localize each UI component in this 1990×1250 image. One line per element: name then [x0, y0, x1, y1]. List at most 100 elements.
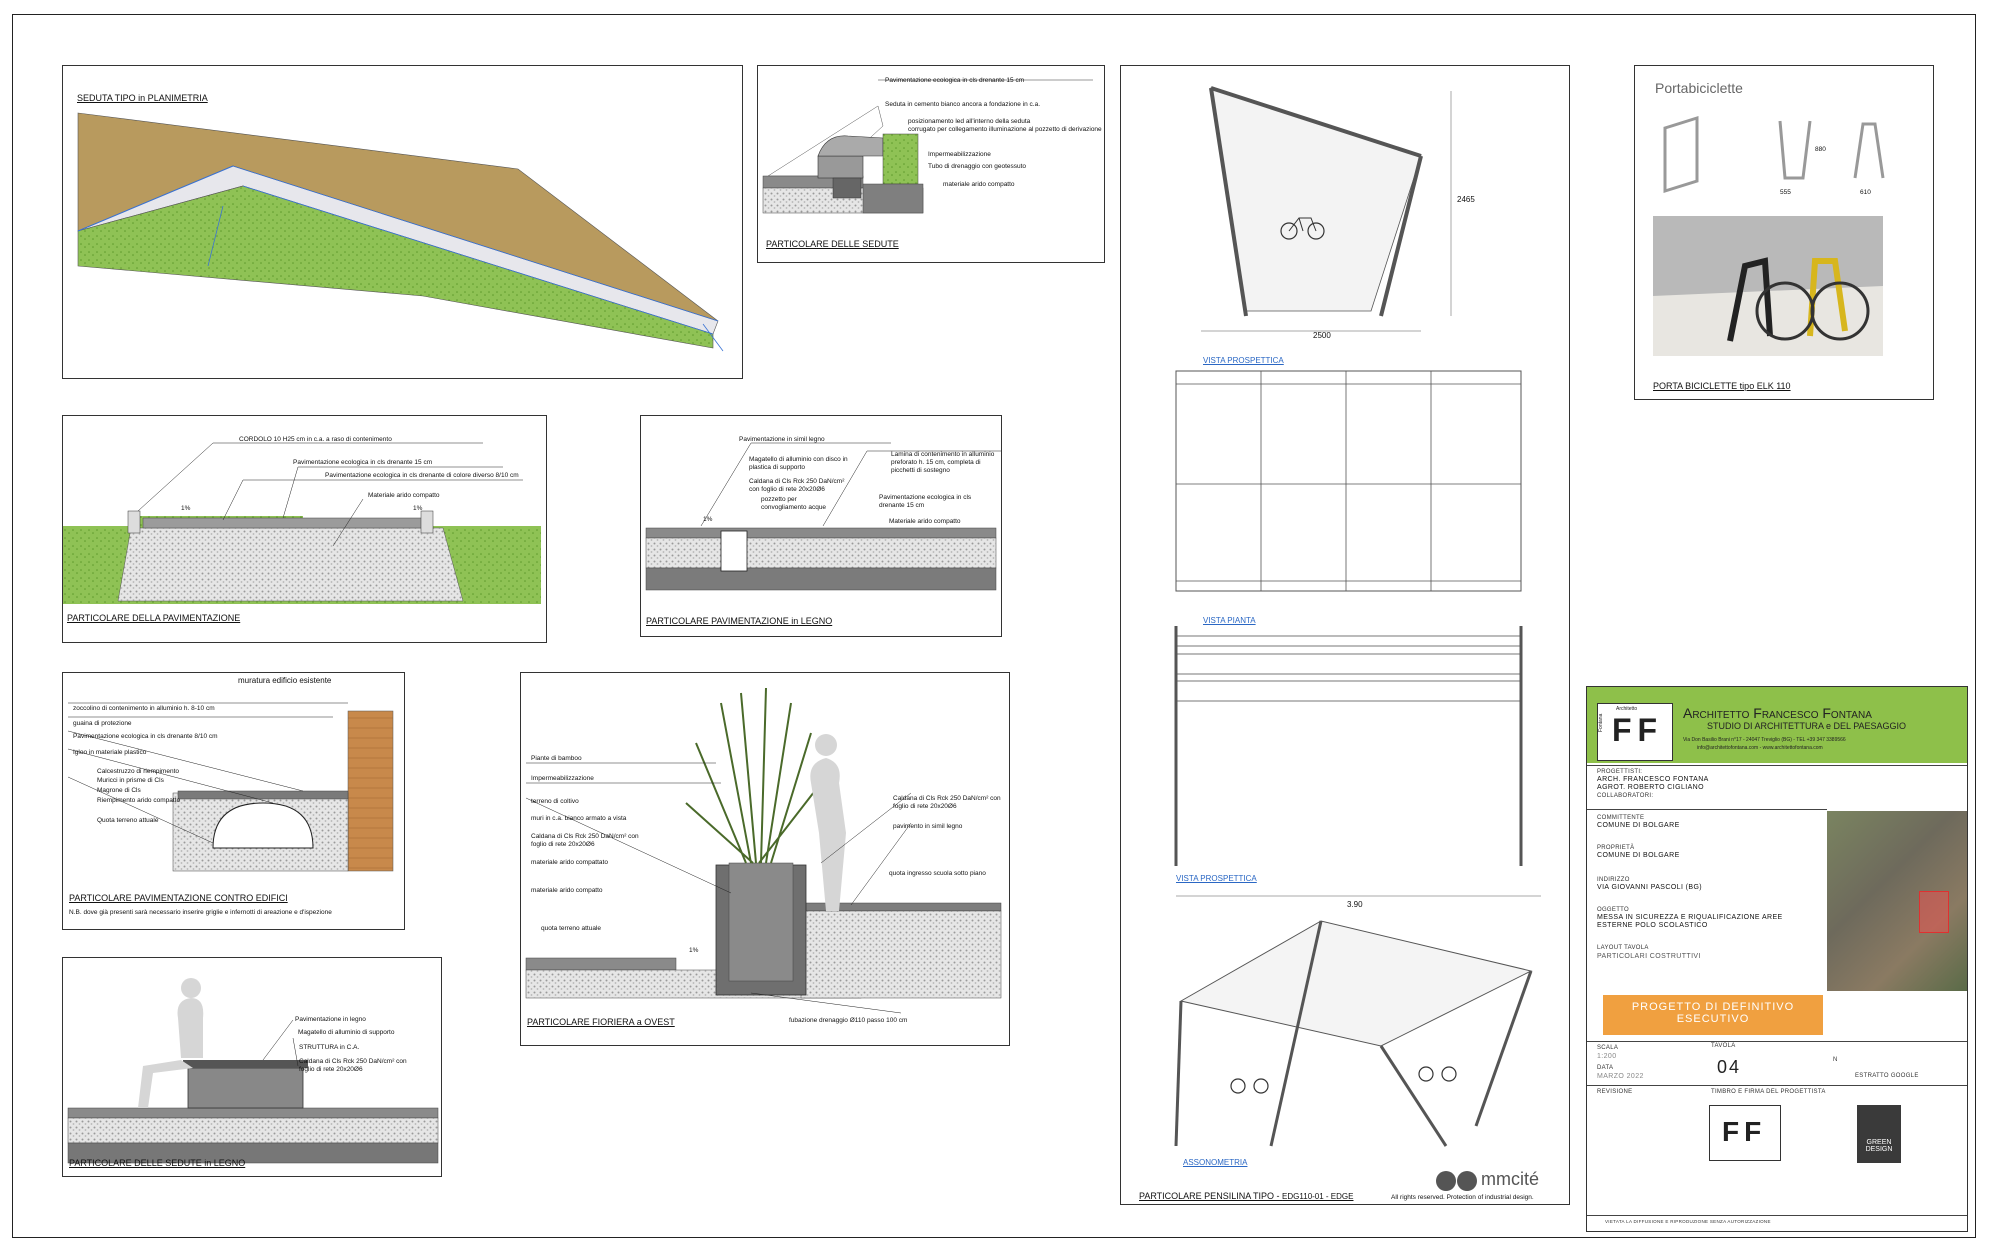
edifici-label: zoccolino di contenimento in alluminio h…: [73, 705, 215, 712]
stamp-letters: FF: [1722, 1116, 1767, 1147]
sedute-label: Tubo di drenaggio con geotessuto: [928, 163, 1027, 170]
pavimentazione-drawing: [63, 442, 541, 604]
logo-left: Fontana: [1598, 713, 1604, 732]
edifici-drawing: [67, 702, 394, 872]
panel-fioriera: Piante di bamboo Impermeabilizzazione te…: [520, 672, 1010, 1046]
edifici-note: N.B. dove già presenti sarà necessario i…: [69, 909, 332, 916]
phase-box: PROGETTO DI DEFINITIVO ESECUTIVO: [1603, 995, 1823, 1035]
firm-sub: STUDIO DI ARCHITETTURA e DEL PAESAGGIO: [1707, 721, 1907, 731]
design-word: DESIGN: [1865, 1146, 1893, 1153]
view-side-link[interactable]: VISTA PROSPETTICA: [1176, 874, 1257, 883]
fioriera-label: terreno di coltivo: [531, 798, 579, 805]
panel-caption: PORTA BICICLETTE tipo ELK 110: [1653, 381, 1791, 391]
edifici-label: Quota terreno attuale: [97, 817, 159, 824]
legno-drawing: [645, 442, 1001, 591]
dim-b: 610: [1860, 189, 1871, 196]
panel-caption: PARTICOLARE PENSILINA TIPO - EDG110-01 -…: [1139, 1191, 1354, 1201]
pav-label: CORDOLO 10 H25 cm in c.a. a raso di cont…: [239, 436, 392, 443]
panel-caption: PARTICOLARE DELLE SEDUTE in LEGNO: [69, 1158, 246, 1168]
dim-height: 2465: [1457, 195, 1475, 204]
panel-sedute: Pavimentazione ecologica in cls drenante…: [757, 65, 1105, 263]
phase-line2: ESECUTIVO: [1676, 1013, 1750, 1025]
view-plan-link[interactable]: VISTA PIANTA: [1203, 616, 1256, 625]
sedute-label: Seduta in cemento bianco ancora a fondaz…: [885, 101, 1041, 108]
panel-caption: PARTICOLARE FIORIERA a OVEST: [527, 1017, 675, 1027]
aerial-photo: [1827, 811, 1967, 991]
dim-a: 555: [1780, 189, 1791, 196]
collab-key: COLLABORATORI:: [1597, 793, 1654, 799]
sedute-legno-label: Pavimentazione in legno: [295, 1016, 366, 1023]
title-block: Architetto FF Fontana Architetto Frances…: [1586, 686, 1968, 1232]
sedute-label: Impermeabilizzazione: [928, 151, 991, 158]
ind-val: VIA GIOVANNI PASCOLI (BG): [1597, 884, 1703, 891]
scala-val: 1:200: [1597, 1053, 1617, 1060]
seduta-plan-drawing: [77, 112, 724, 352]
prog-key: PROGETTISTI:: [1597, 769, 1643, 775]
muratura-title: muratura edificio esistente: [238, 676, 332, 685]
phase-line1: PROGETTO DI DEFINITIVO: [1631, 1001, 1795, 1013]
panel-pavimentazione: CORDOLO 10 H25 cm in c.a. a raso di cont…: [62, 415, 547, 643]
legno-label: Pavimentazione in simil legno: [739, 436, 825, 443]
panel-edifici: muratura edificio esistente zoccolino di…: [62, 672, 405, 930]
rev-key: REVISIONE: [1597, 1089, 1633, 1095]
sedute-legno-label: STRUTTURA in C.A.: [299, 1044, 360, 1051]
layout-key: LAYOUT TAVOLA: [1597, 945, 1649, 951]
panel-caption: PARTICOLARE DELLE SEDUTE: [766, 239, 899, 249]
slope-label: 1%: [181, 505, 191, 512]
panel-caption: PARTICOLARE PAVIMENTAZIONE in LEGNO: [646, 616, 833, 626]
pav-label: Pavimentazione ecologica in cls drenante…: [293, 459, 433, 466]
sedute-legno-drawing: [67, 978, 439, 1164]
slope-label: 1%: [689, 947, 699, 954]
firm-mail: info@architettofontana.com - www.archite…: [1697, 745, 1823, 751]
sedute-label: corrugato per collegamento illuminazione…: [908, 126, 1102, 133]
sheet-border: [12, 14, 1976, 1238]
panel-caption: PARTICOLARE DELLA PAVIMENTAZIONE: [67, 613, 241, 623]
dim-axo: 3.90: [1347, 900, 1363, 909]
firm-addr: Via Don Basilio Brani n°17 - 24047 Trevi…: [1683, 737, 1846, 743]
legno-label: Materiale arido compatto: [889, 518, 961, 525]
fioriera-label: quota ingresso scuola sotto piano: [889, 870, 986, 877]
brand-rights: All rights reserved. Protection of indus…: [1391, 1194, 1534, 1201]
brand-logo: mmcité: [1481, 1169, 1539, 1189]
panel-seduta-plan: SEDUTA TIPO in PLANIMETRIA: [62, 65, 743, 379]
pav-label: Materiale arido compatto: [368, 492, 440, 499]
fioriera-label: quota terreno attuale: [541, 925, 601, 932]
panel-pensilina: 2500 2465 VISTA PROSPETTICA VISTA PIANTA…: [1120, 65, 1570, 1205]
green-design-logo: GREEN DESIGN: [1857, 1105, 1901, 1163]
fioriera-label: Impermeabilizzazione: [531, 775, 594, 782]
google-label: ESTRATTO GOOGLE: [1855, 1073, 1919, 1079]
fioriera-label: Caldana di Cls Rck 250 DaN/cm² con fogli…: [531, 833, 639, 848]
view-axo-link[interactable]: ASSONOMETRIA: [1183, 1158, 1248, 1167]
fioriera-label: muri in c.a. bianco armato a vista: [531, 815, 627, 822]
data-key: DATA: [1597, 1065, 1614, 1071]
prop-key: PROPRIETÀ: [1597, 845, 1635, 851]
edifici-label: Pavimentazione ecologica in cls drenante…: [73, 733, 218, 740]
fioriera-label: materiale arido compatto: [531, 887, 603, 894]
panel-legno: Pavimentazione in simil legno Magatello …: [640, 415, 1002, 637]
edifici-label: Calcestruzzo di riempimento: [97, 768, 180, 775]
view-front-link[interactable]: VISTA PROSPETTICA: [1203, 356, 1284, 365]
slope-label: 1%: [413, 505, 423, 512]
fioriera-label: Caldana di Cls Rck 250 DaN/cm² con fogli…: [893, 795, 1001, 810]
stamp-logo: FF: [1709, 1105, 1781, 1161]
ogg-key: OGGETTO: [1597, 907, 1629, 913]
footer-note: VIETATA LA DIFFUSIONE E RIPRODUZIONE SEN…: [1605, 1219, 1771, 1224]
dim-width: 2500: [1313, 331, 1331, 340]
sedute-drawing: [762, 79, 1093, 214]
panel-caption: SEDUTA TIPO in PLANIMETRIA: [77, 93, 208, 103]
legno-label: Pavimentazione ecologica in cls drenante…: [879, 494, 972, 509]
logo-letters: FF: [1612, 712, 1664, 748]
ogg-v2: ESTERNE POLO SCOLASTICO: [1597, 922, 1708, 929]
logo-top: Architetto: [1616, 706, 1638, 712]
portabici-title: Portabiciclette: [1655, 80, 1743, 96]
tav-key: TAVOLA: [1711, 1043, 1736, 1049]
dim-c: 880: [1815, 146, 1826, 153]
north-label: N: [1833, 1057, 1838, 1063]
fioriera-label: pavimento in simil legno: [893, 823, 963, 830]
sedute-legno-label: Magatello di alluminio di supporto: [298, 1029, 395, 1036]
firm-name: Architetto Francesco Fontana: [1683, 705, 1872, 721]
edifici-label: Igloo in materiale plastico: [73, 749, 147, 756]
fioriera-label: Piante di bamboo: [531, 755, 582, 762]
prog-v1: ARCH. FRANCESCO FONTANA: [1597, 776, 1709, 783]
edifici-label: Magrone di Cls: [97, 787, 141, 794]
